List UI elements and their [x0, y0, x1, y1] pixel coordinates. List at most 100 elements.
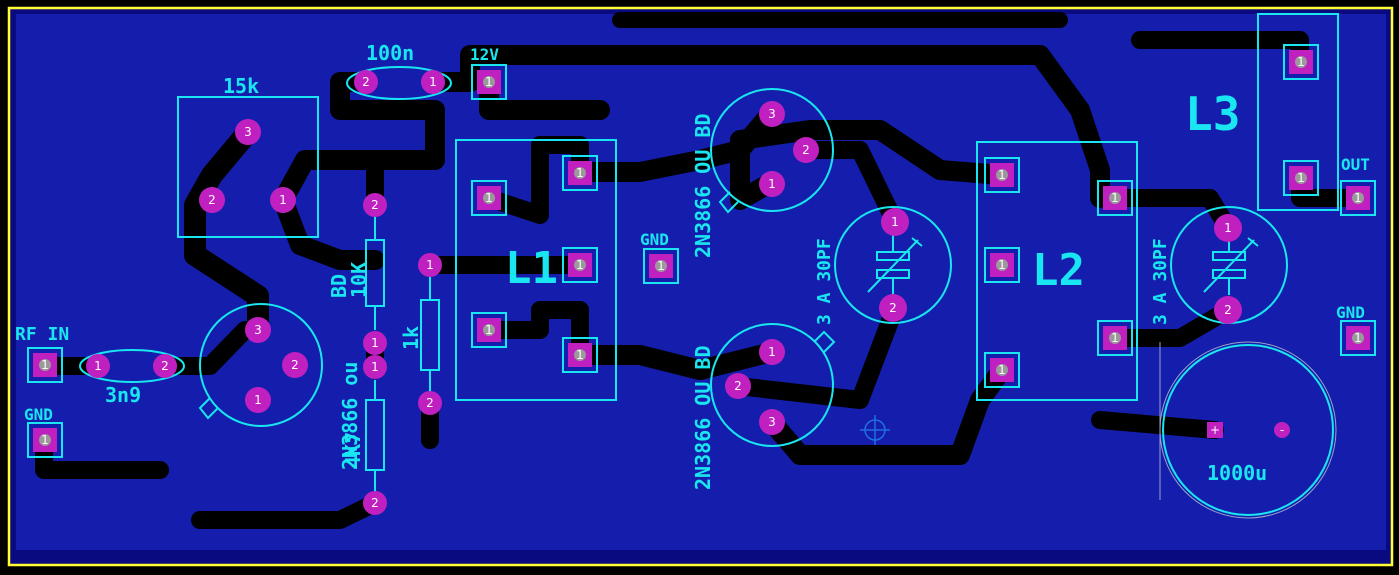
pad-gnd-mid: 1: [643, 248, 679, 284]
svg-text:3: 3: [768, 415, 776, 429]
svg-text:2: 2: [208, 193, 216, 207]
label-t3: 2N3866 OU BD: [691, 346, 715, 491]
svg-text:1: 1: [94, 359, 102, 373]
t1-outline: [199, 303, 323, 427]
pad-l1-a: 1: [471, 180, 507, 216]
svg-text:1: 1: [426, 258, 434, 272]
svg-text:1: 1: [485, 75, 493, 89]
trim2-symbol: [1203, 235, 1259, 295]
svg-text:1: 1: [279, 193, 287, 207]
pad-t1-2: 2: [282, 352, 308, 378]
pad-t3-3: 3: [759, 409, 785, 435]
svg-text:1: 1: [657, 259, 665, 273]
svg-text:1: 1: [891, 215, 899, 229]
pad-gnd-right: 1: [1340, 320, 1376, 356]
svg-text:3: 3: [768, 107, 776, 121]
label-3n9: 3n9: [105, 383, 141, 407]
pad-c3n9-2: 2: [153, 354, 177, 378]
label-gnd-left: GND: [24, 405, 53, 424]
svg-text:2: 2: [734, 379, 742, 393]
pad-t1-1: 1: [245, 387, 271, 413]
pad-trim1-1: 1: [881, 208, 909, 236]
label-l3: L3: [1185, 87, 1240, 141]
pad-l2-a: 1: [984, 157, 1020, 193]
pad-l2-d: 1: [1097, 320, 1133, 356]
svg-text:1: 1: [576, 348, 584, 362]
t3-outline: [710, 323, 834, 447]
t1-tab: [198, 397, 219, 420]
pad-t2-3: 3: [759, 101, 785, 127]
l2-outline: [976, 141, 1138, 401]
pad-c1000u-plus: +: [1207, 422, 1223, 438]
pad-l1-d: 1: [471, 312, 507, 348]
pad-pot-2: 2: [199, 187, 225, 213]
svg-text:3: 3: [254, 323, 262, 337]
pad-l2-e: 1: [984, 352, 1020, 388]
svg-text:1: 1: [1354, 331, 1362, 345]
pad-r10k-1: 1: [363, 331, 387, 355]
t2-tab: [718, 191, 739, 214]
svg-text:2: 2: [362, 75, 370, 89]
svg-text:1: 1: [429, 75, 437, 89]
label-t1-type: 2N3866 ou: [338, 362, 362, 470]
svg-text:1: 1: [576, 166, 584, 180]
svg-text:-: -: [1280, 423, 1284, 437]
pad-l3-bottom: 1: [1283, 160, 1319, 196]
t3-tab: [813, 330, 836, 353]
pad-l2-c: 1: [984, 247, 1020, 283]
pad-trim2-1: 1: [1214, 214, 1242, 242]
svg-text:3: 3: [244, 125, 252, 139]
label-1000u: 1000u: [1207, 461, 1267, 485]
label-trim1: 3 A 30PF: [814, 238, 835, 325]
pad-c100n-1: 1: [421, 70, 445, 94]
pad-t2-1: 1: [759, 171, 785, 197]
svg-text:1: 1: [1297, 55, 1305, 69]
pad-pot-3: 3: [235, 119, 261, 145]
pad-l1-b: 1: [562, 155, 598, 191]
pad-gnd-left: 1: [27, 422, 63, 458]
label-l1: L1: [505, 243, 558, 294]
t2-outline: [710, 88, 834, 212]
pad-r1k-1: 1: [418, 253, 442, 277]
pad-l2-b: 1: [1097, 180, 1133, 216]
svg-text:2: 2: [426, 396, 434, 410]
pot-15k-outline: [177, 96, 319, 238]
svg-text:2: 2: [802, 143, 810, 157]
svg-text:1: 1: [1354, 191, 1362, 205]
copper-traces: [35, 12, 1367, 529]
svg-text:2: 2: [1224, 303, 1232, 317]
pad-t2-2: 2: [793, 137, 819, 163]
pad-t3-2: 2: [725, 373, 751, 399]
label-out: OUT: [1341, 155, 1370, 174]
svg-text:1: 1: [998, 363, 1006, 377]
svg-text:2: 2: [889, 301, 897, 315]
pad-r10k-2: 2: [363, 193, 387, 217]
pad-r4k7-1: 1: [363, 355, 387, 379]
label-10k: 10K: [347, 262, 371, 298]
pad-r4k7-2: 2: [363, 491, 387, 515]
label-l2: L2: [1032, 245, 1085, 296]
label-gnd-right: GND: [1336, 303, 1365, 322]
label-t2: 2N3866 OU BD: [691, 114, 715, 259]
pad-r1k-2: 2: [418, 391, 442, 415]
labels: RF IN GND 100n 12V 15k 3n9 2N3866 ou BD …: [15, 41, 1370, 490]
label-4k7: 4K7: [341, 432, 365, 468]
pads: 1 1 1 1 1 1 1 1 1 1 1 1 1 1 1 1 1 1 2 1 …: [27, 44, 1376, 515]
svg-text:1: 1: [371, 336, 379, 350]
pad-trim2-2: 2: [1214, 296, 1242, 324]
pad-c1000u-minus: -: [1274, 422, 1290, 438]
pad-c100n-2: 2: [354, 70, 378, 94]
pad-c3n9-1: 1: [86, 354, 110, 378]
c1000u-outline: [1162, 344, 1334, 516]
svg-text:1: 1: [576, 258, 584, 272]
pad-t3-1: 1: [759, 339, 785, 365]
label-t1-alt: BD: [327, 274, 351, 298]
svg-text:2: 2: [371, 496, 379, 510]
label-1k: 1k: [399, 326, 423, 350]
svg-text:1: 1: [41, 358, 49, 372]
pad-t1-3: 3: [245, 317, 271, 343]
pad-out: 1: [1340, 180, 1376, 216]
label-15k: 15k: [223, 74, 259, 98]
svg-text:1: 1: [768, 177, 776, 191]
